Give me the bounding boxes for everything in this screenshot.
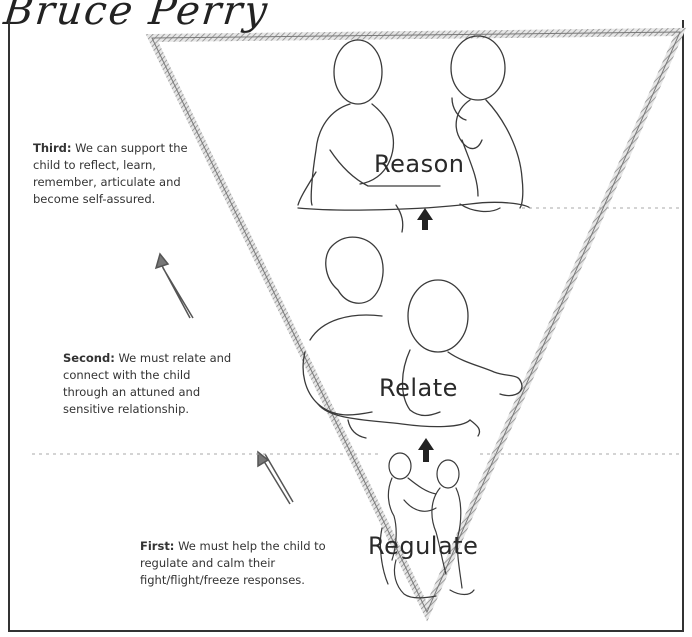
reason-figures-illustration — [298, 36, 530, 232]
inverted-triangle — [152, 32, 680, 612]
up-arrow-icon — [418, 438, 434, 462]
first-stage-lead: First: — [140, 539, 174, 553]
stage-label-regulate: Regulate — [368, 532, 478, 560]
third-stage-lead: Third: — [33, 141, 71, 155]
third-stage-arrow-icon — [156, 254, 193, 318]
third-stage-note: Third: We can support the child to refle… — [33, 140, 201, 208]
relate-figures-illustration — [303, 237, 522, 438]
up-arrow-icon — [417, 208, 433, 230]
stage-label-reason: Reason — [374, 150, 464, 178]
stage-label-relate: Relate — [379, 374, 458, 402]
regulate-figures-illustration — [380, 453, 474, 598]
first-stage-arrow-icon — [258, 452, 293, 504]
second-stage-note: Second: We must relate and connect with … — [63, 350, 239, 418]
second-stage-lead: Second: — [63, 351, 115, 365]
first-stage-note: First: We must help the child to regulat… — [140, 538, 336, 589]
